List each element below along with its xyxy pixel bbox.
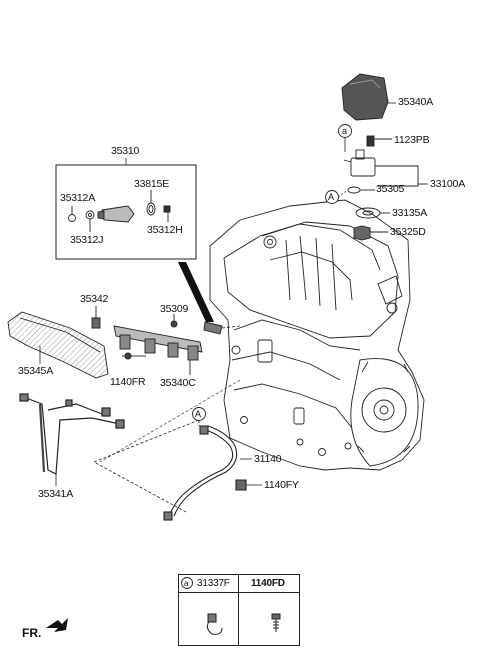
bolt-icon: [271, 613, 281, 632]
callout-A-letter-bottom: A: [195, 409, 201, 419]
engine-block: [209, 199, 425, 471]
direction-label: FR.: [22, 626, 42, 640]
legend-code-31337f: 31337F: [197, 578, 230, 589]
direction-arrow-icon: [46, 618, 68, 632]
fuel-pump-33100a: [343, 135, 428, 241]
label-35309: 35309: [160, 303, 189, 315]
label-35310: 35310: [111, 145, 140, 157]
fuel-rail-35340c: [91, 306, 223, 375]
injector-parts: [68, 190, 171, 232]
label-35312h: 35312H: [147, 224, 183, 236]
label-35325d: 35325D: [390, 226, 426, 238]
callout-A-letter-top: A: [328, 192, 334, 202]
label-35340c: 35340C: [160, 377, 196, 389]
legend-code-1140fd: 1140FD: [251, 578, 285, 589]
wiring-harness-35341a: [19, 393, 125, 475]
label-35342: 35342: [80, 293, 109, 305]
label-35312a: 35312A: [60, 192, 96, 204]
label-35305: 35305: [376, 183, 405, 195]
label-33135a: 33135A: [392, 207, 428, 219]
legend-header: [179, 575, 299, 593]
label-33100a: 33100A: [430, 178, 466, 190]
detail-arrow: [178, 262, 214, 322]
label-31140: 31140: [254, 453, 282, 465]
label-33815e: 33815E: [134, 178, 170, 190]
fuel-hose-31140: [163, 425, 247, 521]
cover-35340a: [341, 73, 389, 121]
label-35341a: 35341A: [38, 488, 74, 500]
clip-icon: [206, 613, 223, 635]
label-1123pb: 1123PB: [394, 134, 430, 146]
heat-shield-35345a: [7, 311, 109, 379]
legend-divider: [238, 575, 239, 645]
label-1140fy: 1140FY: [264, 479, 299, 491]
callout-a-letter: a: [342, 126, 347, 136]
label-35340a: 35340A: [398, 96, 434, 108]
callout-a-circle: [338, 124, 352, 138]
label-35312j: 35312J: [70, 234, 104, 246]
label-35345a: 35345A: [18, 365, 54, 377]
label-1140fr: 1140FR: [110, 376, 146, 388]
legend-marker-circle: [181, 577, 193, 589]
legend-table: a 31337F 1140FD: [178, 574, 300, 646]
legend-marker-letter: a: [184, 579, 189, 588]
